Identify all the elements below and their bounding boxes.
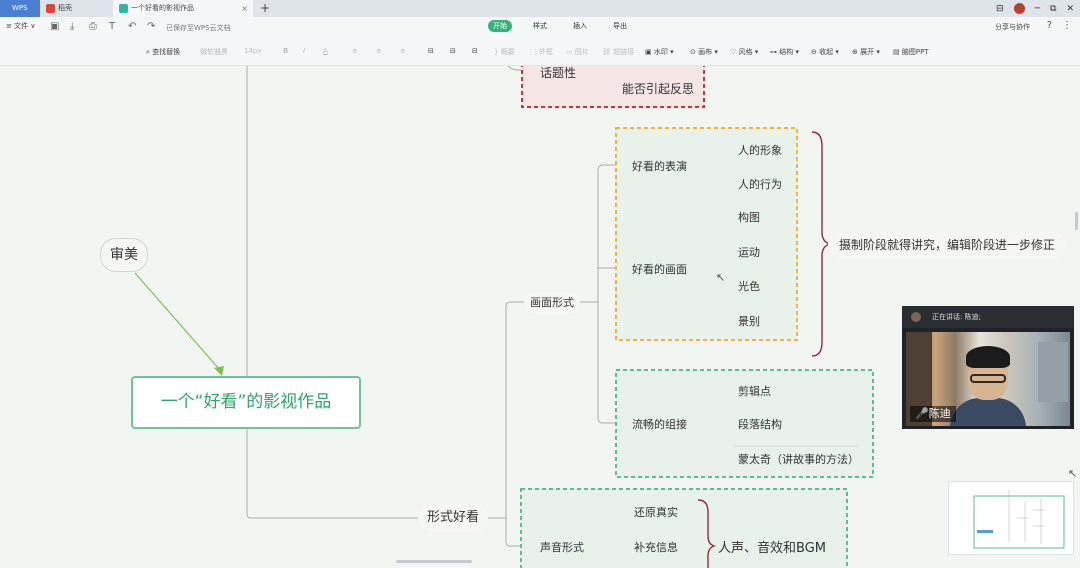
redo-icon[interactable]: ↷ — [147, 21, 156, 32]
horizontal-scrollbar[interactable] — [396, 560, 472, 563]
expand-button[interactable]: ⊕ 展开 ▾ — [852, 48, 880, 56]
to-ppt-button[interactable]: ▤ 脑图PPT — [893, 48, 929, 56]
find-replace-button[interactable]: ⌕ 查找替换 — [146, 48, 181, 56]
mouse-cursor-icon: ↖ — [716, 271, 726, 284]
topic-motion[interactable]: 运动 — [738, 246, 760, 259]
video-call-window[interactable]: 正在讲话: 陈迪; 🎤陈迪 — [902, 306, 1074, 429]
help-icon[interactable]: ? — [1046, 20, 1052, 31]
speaking-indicator: 正在讲话: 陈迪; — [902, 306, 1074, 328]
tab-home[interactable]: 稻壳 — [40, 0, 112, 17]
layout-toggle-icon[interactable]: ⊟ — [996, 3, 1004, 14]
tab-style[interactable]: 样式 — [533, 22, 547, 30]
sibling-topic-icon[interactable]: ⊟ — [450, 47, 456, 55]
topic-supplement-info[interactable]: 补充信息 — [634, 541, 678, 554]
tab-document[interactable]: 一个好看的影视作品 × — [113, 0, 253, 17]
minimize-icon[interactable]: ─ — [1034, 3, 1041, 14]
root-topic[interactable]: 一个“好看”的影视作品 — [131, 376, 361, 429]
save-icon[interactable]: ▣ — [50, 21, 60, 32]
align-center-icon[interactable]: ≡ — [376, 47, 382, 55]
new-tab-button[interactable]: + — [260, 1, 271, 15]
mindmap-canvas[interactable]: 话题性 能否引起反思 审美 一个“好看”的影视作品 形式好看 画面形式 好看的表… — [0, 66, 1080, 568]
parent-topic-icon[interactable]: ⊟ — [472, 47, 478, 55]
summary-sound-note[interactable]: 人声、音效和BGM — [718, 541, 826, 556]
tab-start[interactable]: 开始 — [488, 20, 512, 32]
summary-button[interactable]: } 概要 — [494, 48, 515, 56]
topic-good-performance[interactable]: 好看的表演 — [632, 160, 687, 173]
mindmap-file-icon — [119, 4, 128, 13]
mouse-cursor-icon: ↖ — [1068, 467, 1078, 480]
align-right-icon[interactable]: ≡ — [400, 47, 406, 55]
topic-restore-reality[interactable]: 还原真实 — [634, 506, 678, 519]
topic-picture-form[interactable]: 画面形式 — [524, 292, 580, 314]
tab-wps[interactable]: WPS — [0, 0, 40, 17]
speaker-hair — [966, 346, 1010, 368]
image-button[interactable]: ▭ 图片 — [566, 48, 589, 56]
speaker-avatar — [911, 312, 921, 322]
topic-paragraph-structure[interactable]: 段落结构 — [738, 418, 782, 431]
canvas-button[interactable]: ⊙ 画布 ▾ — [690, 48, 718, 56]
docer-logo-icon — [46, 4, 55, 13]
tab-document-label: 一个好看的影视作品 — [131, 4, 194, 12]
format-painter-icon[interactable]: T — [109, 21, 116, 32]
participant-name: 🎤陈迪 — [910, 406, 956, 422]
watermark-button[interactable]: ▣ 水印 ▾ — [645, 48, 674, 56]
font-family-select[interactable]: 微软雅黑 — [200, 48, 228, 56]
topic-character-behavior[interactable]: 人的行为 — [738, 178, 782, 191]
share-button[interactable]: 分享与协作 — [995, 23, 1030, 31]
speaking-label: 正在讲话: 陈迪; — [932, 313, 981, 321]
print-icon[interactable]: ⎙ — [89, 21, 97, 32]
connector-lines — [134, 66, 874, 568]
topic-reflection[interactable]: 能否引起反思 — [622, 82, 695, 96]
style-button[interactable]: ♡ 风格 ▾ — [730, 48, 759, 56]
file-menu[interactable]: ≡ 文件 ∨ — [6, 22, 36, 30]
topic-good-picture[interactable]: 好看的画面 — [632, 263, 687, 276]
font-size-select[interactable]: 14px — [244, 47, 262, 55]
summary-shooting-note[interactable]: 摄制阶段就得讲究，编辑阶段进一步修正 — [828, 232, 1066, 258]
tab-export[interactable]: 导出 — [613, 22, 627, 30]
menu-bar: ≡ 文件 ∨ ▣ ⤓ ⎙ T ↶ ↷ 已保存至WPS云文档 开始 样式 插入 导… — [0, 17, 1080, 37]
topic-shot-scale[interactable]: 景别 — [738, 315, 760, 328]
tab-bar: WPS 稻壳 一个好看的影视作品 × + ⊟ ─ ⧉ ✕ — [0, 0, 1080, 17]
restore-icon[interactable]: ⧉ — [1050, 3, 1057, 14]
tab-insert[interactable]: 插入 — [573, 22, 587, 30]
microphone-icon: 🎤 — [915, 407, 929, 420]
child-topic-icon[interactable]: ⊟ — [428, 47, 434, 55]
more-icon[interactable]: ⋮ — [1062, 20, 1072, 31]
link-button[interactable]: ⛓ 超链接 — [602, 48, 635, 56]
italic-button[interactable]: I — [303, 47, 306, 55]
font-color-button[interactable]: A — [323, 47, 328, 55]
structure-button[interactable]: ⊶ 结构 ▾ — [770, 48, 799, 56]
avatar[interactable] — [1013, 3, 1025, 14]
bold-button[interactable]: B — [283, 47, 289, 55]
topic-light-color[interactable]: 光色 — [738, 280, 760, 293]
window-controls: ⊟ ─ ⧉ ✕ — [996, 0, 1074, 17]
undo-icon[interactable]: ↶ — [128, 21, 137, 32]
topic-form-good[interactable]: 形式好看 — [418, 504, 488, 532]
topic-edit-point[interactable]: 剪辑点 — [738, 385, 771, 398]
outline-box-button[interactable]: ⬚ 外框 — [530, 48, 553, 56]
close-window-icon[interactable]: ✕ — [1066, 3, 1074, 14]
ribbon-tabs: 开始 样式 插入 导出 — [488, 20, 632, 32]
topic-aesthetics[interactable]: 审美 — [100, 238, 148, 272]
collapse-button[interactable]: ⊖ 收起 ▾ — [811, 48, 839, 56]
topic-sound-form[interactable]: 声音形式 — [540, 541, 584, 554]
minimap[interactable] — [948, 481, 1074, 555]
save-status: 已保存至WPS云文档 — [166, 24, 231, 32]
video-feed: 🎤陈迪 — [906, 332, 1070, 426]
topic-montage[interactable]: 蒙太奇（讲故事的方法） — [738, 453, 859, 466]
red-outline-box — [521, 66, 705, 108]
close-tab-icon[interactable]: × — [241, 4, 248, 13]
toolbar: ⌕ 查找替换 微软雅黑 14px B I A ≡ ≡ ≡ ⊟ ⊟ ⊟ } 概要 … — [0, 37, 1080, 66]
tab-home-label: 稻壳 — [58, 4, 72, 12]
topic-topicality[interactable]: 话题性 — [540, 66, 577, 80]
minimap-preview — [973, 490, 1065, 549]
vertical-scrollbar[interactable] — [1075, 212, 1078, 230]
topic-character-image[interactable]: 人的形象 — [738, 144, 782, 157]
topic-composition[interactable]: 构图 — [738, 211, 760, 224]
topic-smooth-cut[interactable]: 流畅的组接 — [632, 418, 687, 431]
speaker-body — [950, 398, 1026, 426]
align-left-icon[interactable]: ≡ — [352, 47, 358, 55]
download-icon[interactable]: ⤓ — [70, 21, 75, 32]
